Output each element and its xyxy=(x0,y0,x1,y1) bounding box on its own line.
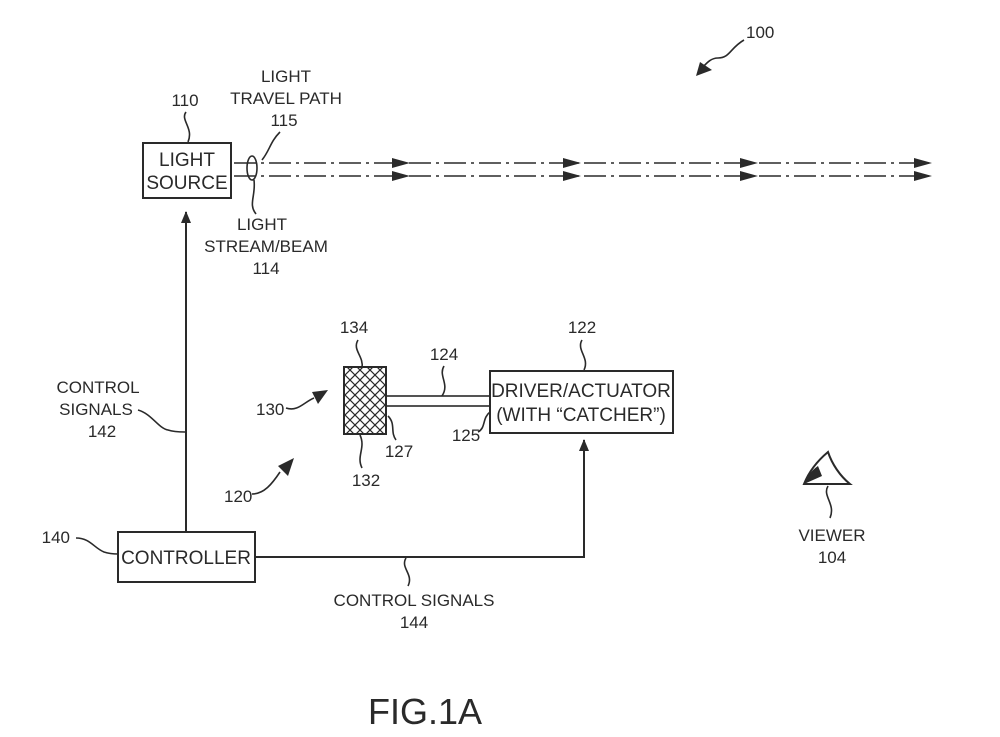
control-144-line1: CONTROL SIGNALS xyxy=(334,591,495,610)
light-source-block: LIGHT SOURCE 110 xyxy=(142,91,232,199)
ref-140-label: 140 xyxy=(42,528,70,547)
hatched-element: 134 132 127 xyxy=(340,318,413,490)
system-reference: 100 xyxy=(696,23,774,76)
light-stream-line1: LIGHT xyxy=(237,215,287,234)
ref-104-leader xyxy=(825,485,833,519)
ref-122-label: 122 xyxy=(568,318,596,337)
light-travel-path-line2: TRAVEL PATH xyxy=(230,89,342,108)
ref-124-leader xyxy=(441,365,446,397)
light-beam xyxy=(234,155,932,181)
ref-127-leader xyxy=(387,415,397,441)
ref-120-arrowhead xyxy=(278,458,294,476)
ref-115-leader xyxy=(261,131,281,161)
beam-arrow-1b xyxy=(392,171,410,181)
light-source-box xyxy=(142,142,232,199)
ref-114-label: 114 xyxy=(252,259,279,278)
ref-144-leader xyxy=(403,557,411,587)
rod-assembly: 124 125 xyxy=(385,345,491,445)
beam-arrow-2b xyxy=(563,171,581,181)
beam-arrow-2a xyxy=(563,158,581,168)
beam-arrow-4b xyxy=(914,171,932,181)
controller-block: CONTROLLER 140 xyxy=(42,528,256,583)
ref-144-label: 144 xyxy=(400,613,428,632)
driver-actuator-block: DRIVER/ACTUATOR (WITH “CATCHER”) 122 xyxy=(489,318,674,434)
beam-arrow-3b xyxy=(740,171,758,181)
control-signals-144: CONTROL SIGNALS 144 xyxy=(255,439,589,632)
light-source-line2: SOURCE xyxy=(146,173,227,194)
figure-caption: FIG.1A xyxy=(368,691,482,732)
ref-124-label: 124 xyxy=(430,345,458,364)
ref-140-leader xyxy=(75,537,119,555)
beam-cross-section xyxy=(246,155,258,181)
controller-label: CONTROLLER xyxy=(121,548,251,569)
eye-pupil xyxy=(804,466,822,484)
light-source-line1: LIGHT xyxy=(159,150,215,171)
control-142-line2: SIGNALS xyxy=(59,400,133,419)
viewer: VIEWER 104 xyxy=(798,450,866,567)
rod-124 xyxy=(385,395,491,407)
light-travel-path-line1: LIGHT xyxy=(261,67,311,86)
light-stream-label: LIGHT STREAM/BEAM 114 xyxy=(204,179,328,278)
ref-132-leader xyxy=(359,434,363,469)
element-134 xyxy=(343,366,387,435)
beam-arrow-4a xyxy=(914,158,932,168)
reference-120: 120 xyxy=(224,458,294,506)
reference-130: 130 xyxy=(256,390,328,419)
ref-130-label: 130 xyxy=(256,400,284,419)
viewer-label: VIEWER xyxy=(798,526,865,545)
ref-125-label: 125 xyxy=(452,426,480,445)
ref-122-leader xyxy=(579,339,587,371)
ref-130-arrowhead xyxy=(312,390,328,404)
ref-127-label: 127 xyxy=(385,442,413,461)
control-signals-142: CONTROL SIGNALS 142 xyxy=(56,211,191,532)
ref-100-label: 100 xyxy=(746,23,774,42)
driver-actuator-line1: DRIVER/ACTUATOR xyxy=(491,381,671,402)
ref-100-arrowhead xyxy=(696,62,712,76)
ref-125-leader xyxy=(477,411,491,433)
ref-104-label: 104 xyxy=(818,548,846,567)
control-line-horizontal xyxy=(255,439,589,558)
beam-arrowheads xyxy=(392,158,932,181)
control-142-line1: CONTROL xyxy=(56,378,139,397)
driver-actuator-line2: (WITH “CATCHER”) xyxy=(496,405,666,426)
ref-130-leader xyxy=(285,397,315,410)
ref-134-label: 134 xyxy=(340,318,368,337)
ref-110-leader xyxy=(183,111,191,143)
light-travel-path-label: LIGHT TRAVEL PATH 115 xyxy=(230,67,342,161)
light-stream-line2: STREAM/BEAM xyxy=(204,237,328,256)
ref-110-label: 110 xyxy=(171,91,198,110)
beam-arrow-3a xyxy=(740,158,758,168)
ref-100-leader xyxy=(699,39,745,71)
ref-114-leader xyxy=(251,179,257,215)
ref-134-leader xyxy=(355,339,363,369)
ref-120-label: 120 xyxy=(224,487,252,506)
ref-115-label: 115 xyxy=(270,111,297,130)
ref-142-label: 142 xyxy=(88,422,116,441)
ref-132-label: 132 xyxy=(352,471,380,490)
ref-120-leader xyxy=(251,471,281,495)
ref-142-leader xyxy=(137,409,186,433)
beam-arrow-1a xyxy=(392,158,410,168)
